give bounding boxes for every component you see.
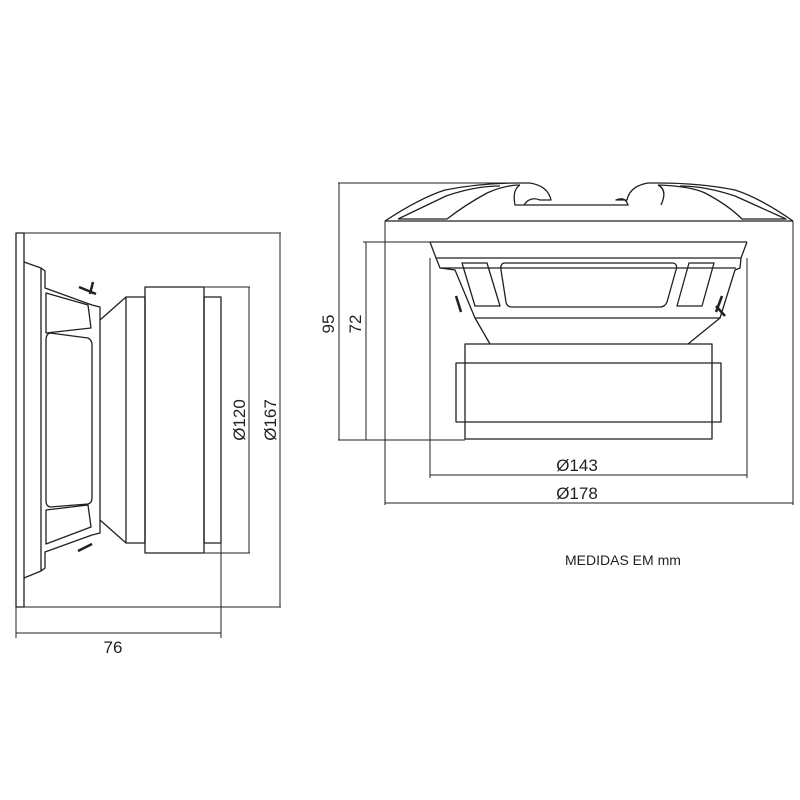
side-basket-windows [45, 292, 93, 545]
dim-mount-depth-label: 72 [346, 315, 365, 334]
side-dim-lines [15, 232, 281, 638]
dim-total-height-label: 95 [319, 315, 338, 334]
side-front-plate [125, 296, 146, 544]
dim-magnet-diameter-label: Ø120 [230, 399, 249, 441]
front-dim-lines [338, 182, 794, 505]
front-basket-rim [429, 241, 748, 319]
side-view: 76 Ø120 Ø167 [15, 232, 281, 657]
dim-frame-diameter-label: Ø167 [261, 399, 280, 441]
front-magnet [455, 362, 722, 423]
front-view: 95 72 Ø143 Ø178 [319, 182, 794, 505]
dim-depth-label: 76 [104, 638, 123, 657]
dim-cutout-diameter-label: Ø143 [556, 456, 598, 475]
side-terminal-bottom [77, 542, 93, 553]
side-basket-outline [23, 261, 127, 579]
side-magnet [144, 286, 205, 554]
grille-outline [384, 182, 794, 222]
side-back-plate [203, 296, 222, 544]
side-flange [15, 232, 25, 608]
units-note: MEDIDAS EM mm [565, 552, 681, 568]
front-cone [474, 317, 721, 345]
side-terminal-top [78, 281, 97, 296]
front-terminal-right [714, 295, 726, 317]
dim-outer-diameter-label: Ø178 [556, 484, 598, 503]
front-plate [464, 343, 713, 440]
front-basket-windows [461, 262, 715, 308]
front-terminal-left [454, 295, 463, 313]
